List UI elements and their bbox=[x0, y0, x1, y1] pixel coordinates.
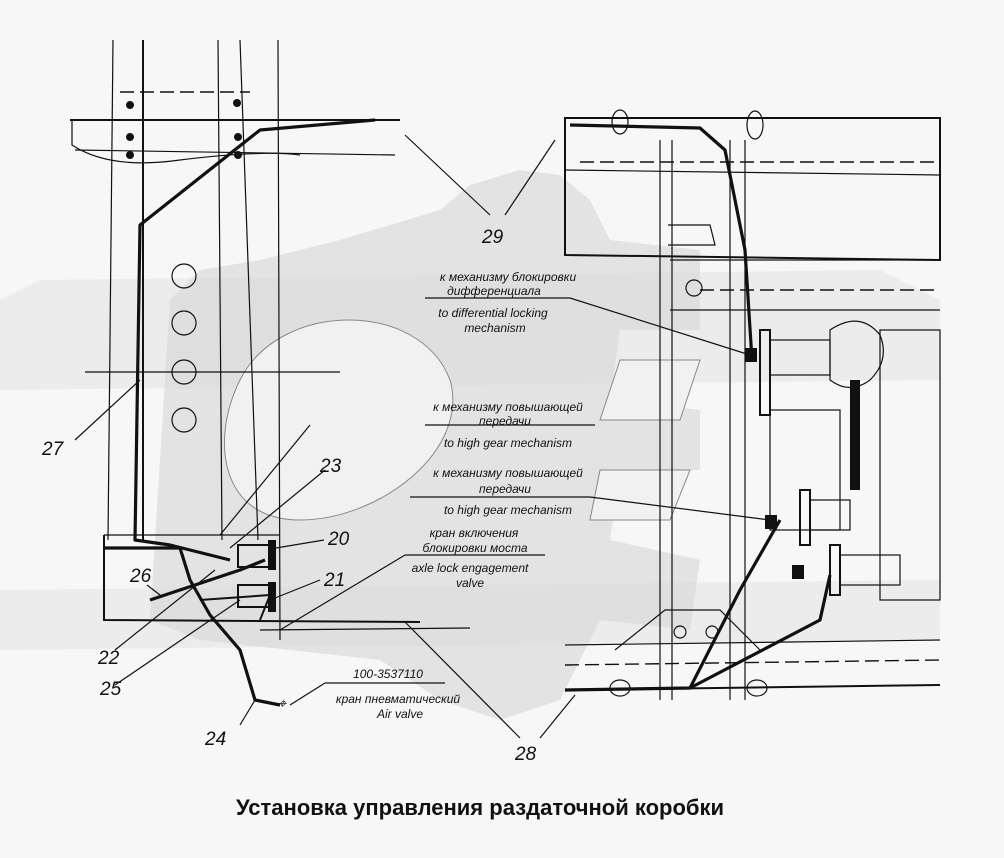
annotation-high-gear-1: к механизму повышающей передачи to high … bbox=[433, 400, 583, 450]
svg-text:к механизму блокировки: к механизму блокировки bbox=[440, 270, 577, 284]
callout-23: 23 bbox=[319, 456, 342, 477]
svg-text:mechanism: mechanism bbox=[464, 321, 525, 335]
svg-text:⌖: ⌖ bbox=[278, 695, 287, 711]
annotation-air-valve: 100-3537110 кран пневматический Air valv… bbox=[336, 667, 460, 721]
svg-text:дифференциала: дифференциала bbox=[447, 284, 541, 298]
svg-text:передачи: передачи bbox=[479, 414, 531, 428]
left-frame-rail bbox=[70, 39, 471, 641]
callout-26: 26 bbox=[129, 566, 152, 587]
svg-text:valve: valve bbox=[456, 576, 484, 590]
svg-text:axle lock engagement: axle lock engagement bbox=[412, 561, 529, 575]
svg-text:Air valve: Air valve bbox=[376, 707, 423, 721]
bolt-icon bbox=[234, 151, 242, 159]
svg-text:кран включения: кран включения bbox=[430, 526, 519, 540]
watermark-logo bbox=[0, 170, 940, 720]
bolt-icon bbox=[233, 99, 241, 107]
right-chassis bbox=[564, 109, 941, 700]
callout-22: 22 bbox=[97, 648, 120, 669]
callout-29: 29 bbox=[481, 227, 504, 248]
svg-text:100-3537110: 100-3537110 bbox=[353, 667, 423, 681]
svg-text:to differential locking: to differential locking bbox=[438, 306, 548, 320]
annotation-diff-lock: к механизму блокировки дифференциала to … bbox=[438, 270, 576, 335]
leader-lines bbox=[74, 134, 771, 739]
svg-text:to high gear mechanism: to high gear mechanism bbox=[444, 503, 572, 517]
svg-text:передачи: передачи bbox=[479, 482, 531, 496]
drawing-title: Установка управления раздаточной коробки bbox=[236, 795, 724, 820]
right-air-lines bbox=[564, 123, 832, 692]
svg-text:кран пневматический: кран пневматический bbox=[336, 692, 460, 706]
callout-20: 20 bbox=[327, 529, 350, 550]
annotation-high-gear-2: к механизму повышающей передачи to high … bbox=[433, 466, 583, 517]
bolt-icon bbox=[126, 101, 134, 109]
svg-text:к механизму повышающей: к механизму повышающей bbox=[433, 400, 583, 414]
callout-24: 24 bbox=[204, 729, 226, 750]
bolt-icon bbox=[234, 133, 242, 141]
svg-text:блокировки моста: блокировки моста bbox=[423, 541, 528, 555]
svg-text:к механизму повышающей: к механизму повышающей bbox=[433, 466, 583, 480]
callout-25: 25 bbox=[99, 679, 122, 700]
annotation-axle-lock: кран включения блокировки моста axle loc… bbox=[412, 526, 529, 590]
callout-28: 28 bbox=[514, 744, 537, 765]
bolt-icon bbox=[126, 133, 134, 141]
callout-21: 21 bbox=[323, 570, 345, 591]
callout-27: 27 bbox=[41, 439, 65, 460]
bolt-icon bbox=[126, 151, 134, 159]
svg-text:to high gear mechanism: to high gear mechanism bbox=[444, 436, 572, 450]
